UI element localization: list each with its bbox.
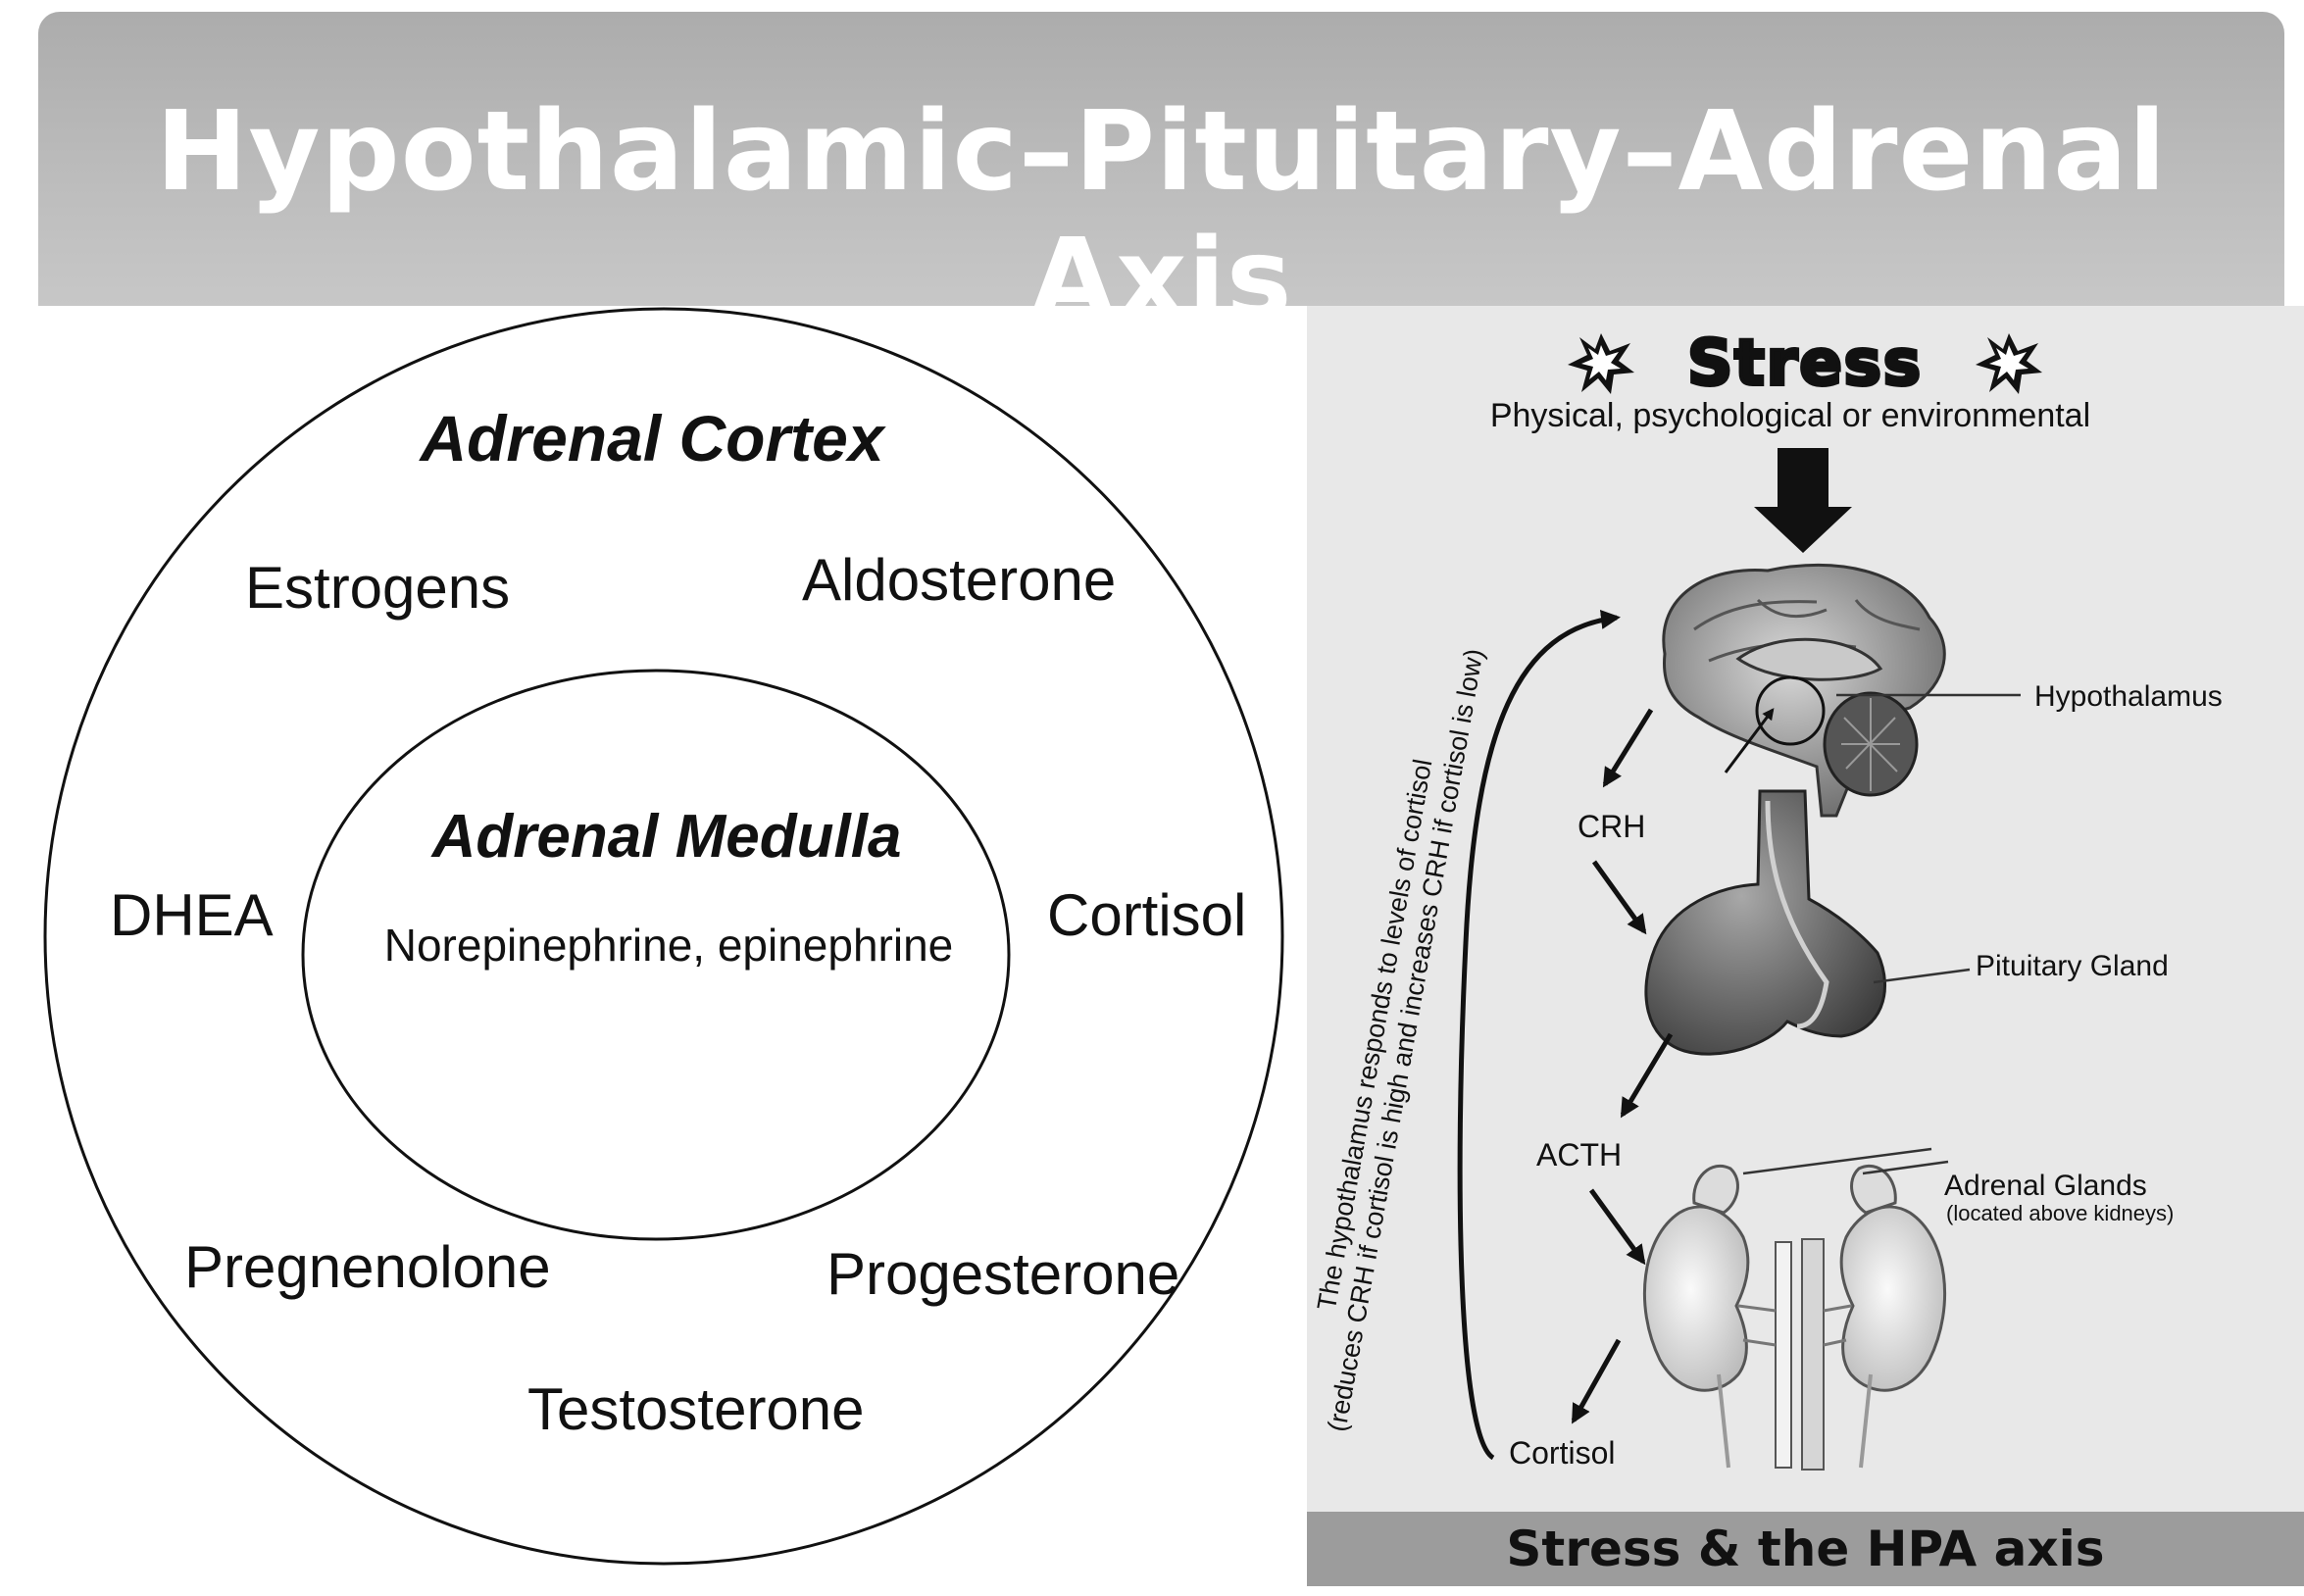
- kidneys-icon: [1643, 1165, 1946, 1471]
- arrow-acth-to-adrenal: [1588, 1188, 1646, 1266]
- label-pituitary: Pituitary Gland: [1976, 950, 2169, 982]
- down-arrow-icon: [1754, 448, 1852, 553]
- label-adrenal-glands: Adrenal Glands: [1944, 1170, 2147, 1202]
- burst-icon: [1976, 333, 2042, 394]
- step-cortisol: Cortisol: [1509, 1435, 1615, 1471]
- pituitary-gland-icon: [1644, 789, 1886, 1056]
- arrow-to-cortisol: [1571, 1338, 1622, 1424]
- hormone-pregnenolone: Pregnenolone: [184, 1234, 551, 1300]
- stress-title: Stress: [1687, 327, 1923, 400]
- adrenal-cortex-circle: [43, 307, 1284, 1566]
- adrenal-cortex-label: Adrenal Cortex: [418, 402, 885, 474]
- step-acth: ACTH: [1536, 1137, 1622, 1172]
- hpa-flow-diagram: Stress Physical, psychological or enviro…: [1312, 325, 2223, 1471]
- hpa-axis-panel: Stress Physical, psychological or enviro…: [1307, 306, 2304, 1586]
- medulla-hormones: Norepinephrine, epinephrine: [384, 920, 954, 971]
- adrenal-medulla-circle: [301, 669, 1011, 1241]
- step-crh: CRH: [1578, 809, 1645, 844]
- page-title: Hypothalamic–Pituitary–Adrenal Axis: [155, 88, 2168, 343]
- burst-icon: [1568, 333, 1634, 394]
- arrow-crh-to-pituitary: [1591, 860, 1647, 935]
- adrenal-leader-1: [1742, 1147, 1932, 1175]
- hormone-dhea: DHEA: [110, 882, 274, 948]
- adrenal-medulla-label: Adrenal Medulla: [430, 803, 902, 871]
- title-banner: Hypothalamic–Pituitary–Adrenal Axis: [38, 12, 2284, 343]
- label-hypothalamus: Hypothalamus: [2034, 680, 2223, 713]
- hormone-progesterone: Progesterone: [826, 1241, 1179, 1307]
- adrenal-concentric-diagram: Adrenal Cortex Estrogens Aldosterone DHE…: [43, 307, 1284, 1566]
- brain-icon: [1662, 563, 1946, 818]
- hormone-cortisol: Cortisol: [1047, 882, 1246, 948]
- label-adrenal-note: (located above kidneys): [1946, 1201, 2174, 1225]
- hormone-aldosterone: Aldosterone: [802, 547, 1116, 613]
- hormone-estrogens: Estrogens: [245, 555, 510, 621]
- feedback-loop-arrow: [1457, 609, 1621, 1461]
- hormone-testosterone: Testosterone: [527, 1376, 865, 1442]
- hpa-footer-label: Stress & the HPA axis: [1506, 1521, 2105, 1577]
- arrow-to-acth: [1620, 1032, 1674, 1119]
- stress-subtitle: Physical, psychological or environmental: [1490, 397, 2090, 434]
- arrow-to-crh: [1602, 708, 1654, 788]
- adrenal-leader-2: [1862, 1160, 1949, 1175]
- hpa-footer-bar: Stress & the HPA axis: [1307, 1512, 2304, 1586]
- pituitary-leader: [1873, 968, 1971, 984]
